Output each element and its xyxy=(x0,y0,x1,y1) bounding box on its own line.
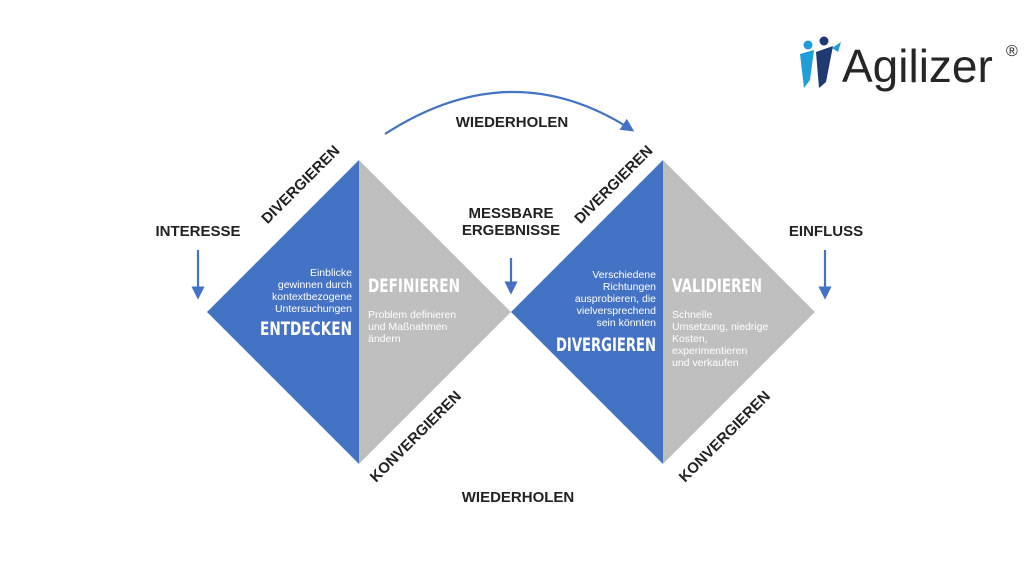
right-blue-title: DIVERGIEREN xyxy=(556,334,656,356)
people-logo-icon xyxy=(800,36,841,88)
right-gray-text-line: experimentieren xyxy=(672,345,747,357)
diamond-right xyxy=(511,160,815,464)
diamond-right-gray-half xyxy=(663,160,815,464)
interest-label: INTERESSE xyxy=(155,223,240,240)
right-gray-title: VALIDIEREN xyxy=(672,275,762,297)
right-gray-text-line: Umsetzung, niedrige xyxy=(672,321,768,333)
left-gray-text-line: Problem definieren xyxy=(368,309,456,321)
right-blue-text-line: Richtungen xyxy=(603,281,656,293)
repeat-bottom-label: WIEDERHOLEN xyxy=(462,489,575,506)
right-gray-text-line: und verkaufen xyxy=(672,357,739,369)
left-blue-text-line: Einblicke xyxy=(310,267,352,279)
right-blue-text-line: Verschiedene xyxy=(592,269,656,281)
right-blue-text-line: sein könnten xyxy=(596,317,656,329)
left-gray-text-line: und Maßnahmen xyxy=(368,321,448,333)
right-blue-text-line: vielversprechend xyxy=(577,305,657,317)
left-blue-text-line: Untersuchungen xyxy=(275,303,352,315)
diamond-left-gray-half xyxy=(359,160,511,464)
left-gray-title: DEFINIEREN xyxy=(368,275,460,297)
right-gray-text-line: Schnelle xyxy=(672,309,712,321)
left-blue-text-line: gewinnen durch xyxy=(278,279,352,291)
left-gray-text-line: ändern xyxy=(368,333,401,345)
right-blue-text-line: ausprobieren, die xyxy=(575,293,656,305)
repeat-arc-arrow xyxy=(384,90,635,135)
left-blue-text-line: kontextbezogene xyxy=(272,291,352,303)
left-blue-title: ENTDECKEN xyxy=(260,318,352,340)
logo-wordmark: Agilizer xyxy=(842,40,993,92)
right-gray-text-line: Kosten, xyxy=(672,333,708,345)
registered-mark: ® xyxy=(1006,43,1018,60)
repeat-top-label: WIEDERHOLEN xyxy=(456,114,569,131)
measurable-label-line2: ERGEBNISSE xyxy=(462,222,560,239)
diamond-left-blue-half xyxy=(207,160,359,464)
influence-label: EINFLUSS xyxy=(789,223,863,240)
diamond-right-blue-half xyxy=(511,160,663,464)
measurable-label-line1: MESSBARE xyxy=(468,205,553,222)
diamond-left xyxy=(207,160,511,464)
agilizer-logo: Agilizer ® xyxy=(800,36,1018,92)
